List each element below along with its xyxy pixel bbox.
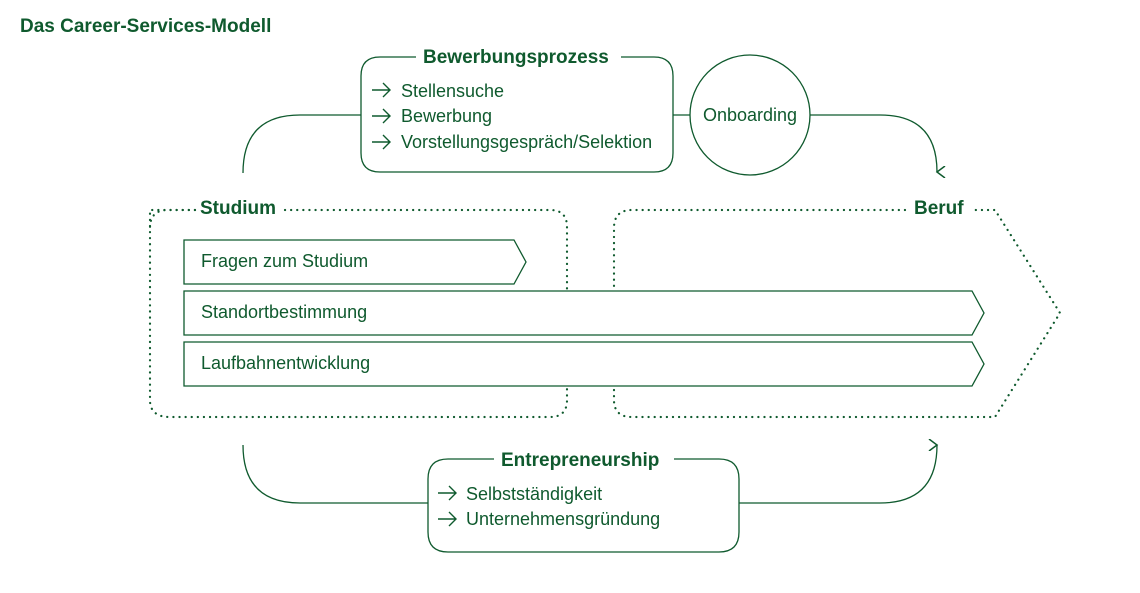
bullet-item: Stellensuche xyxy=(372,81,504,101)
bar-label: Fragen zum Studium xyxy=(201,251,368,271)
bar-fragen-zum-studium: Fragen zum Studium xyxy=(183,239,527,285)
studium-container xyxy=(148,208,569,419)
bottom-connector-left xyxy=(242,444,428,504)
bullet-item: Bewerbung xyxy=(372,106,492,126)
bar-laufbahnentwicklung: Laufbahnentwicklung xyxy=(183,341,985,387)
arrow-right-icon xyxy=(372,108,391,124)
bewerbungsprozess-title: Bewerbungsprozess xyxy=(423,47,609,68)
studium-container-top xyxy=(283,208,569,292)
page-title: Das Career-Services-Modell xyxy=(20,16,272,37)
bewerbungsprozess-box: Bewerbungsprozess Stellensuche Bewerbung… xyxy=(360,47,674,173)
studium-title: Studium xyxy=(200,198,276,219)
bewerbungsprozess-item: Stellensuche xyxy=(401,81,504,101)
arrow-right-icon xyxy=(438,485,457,501)
bullet-item: Unternehmensgründung xyxy=(438,509,660,529)
top-connector-left xyxy=(242,114,361,174)
arrow-right-icon xyxy=(438,511,457,527)
beruf-container xyxy=(612,208,907,292)
top-connector-right xyxy=(810,114,937,172)
bewerbungsprozess-item: Bewerbung xyxy=(401,106,492,126)
bar-label: Standortbestimmung xyxy=(201,302,367,322)
onboarding-label: Onboarding xyxy=(703,105,797,125)
arrow-right-icon xyxy=(372,82,391,98)
studium-container-topleft xyxy=(148,208,197,230)
bullet-item: Vorstellungsgespräch/Selektion xyxy=(372,132,652,152)
entrepreneurship-item: Unternehmensgründung xyxy=(466,509,660,529)
entrepreneurship-title: Entrepreneurship xyxy=(501,450,659,471)
beruf-container-bottom xyxy=(612,208,1062,419)
entrepreneurship-item: Selbstständigkeit xyxy=(466,484,602,504)
bar-label: Laufbahnentwicklung xyxy=(201,353,370,373)
onboarding-circle: Onboarding xyxy=(689,54,811,176)
arrow-right-icon xyxy=(372,134,391,150)
bottom-connector-right xyxy=(739,445,937,504)
beruf-title: Beruf xyxy=(914,198,964,219)
bar-standortbestimmung: Standortbestimmung xyxy=(183,290,985,336)
entrepreneurship-box: Entrepreneurship Selbstständigkeit Unter… xyxy=(427,450,740,553)
bewerbungsprozess-item: Vorstellungsgespräch/Selektion xyxy=(401,132,652,152)
bullet-item: Selbstständigkeit xyxy=(438,484,602,504)
